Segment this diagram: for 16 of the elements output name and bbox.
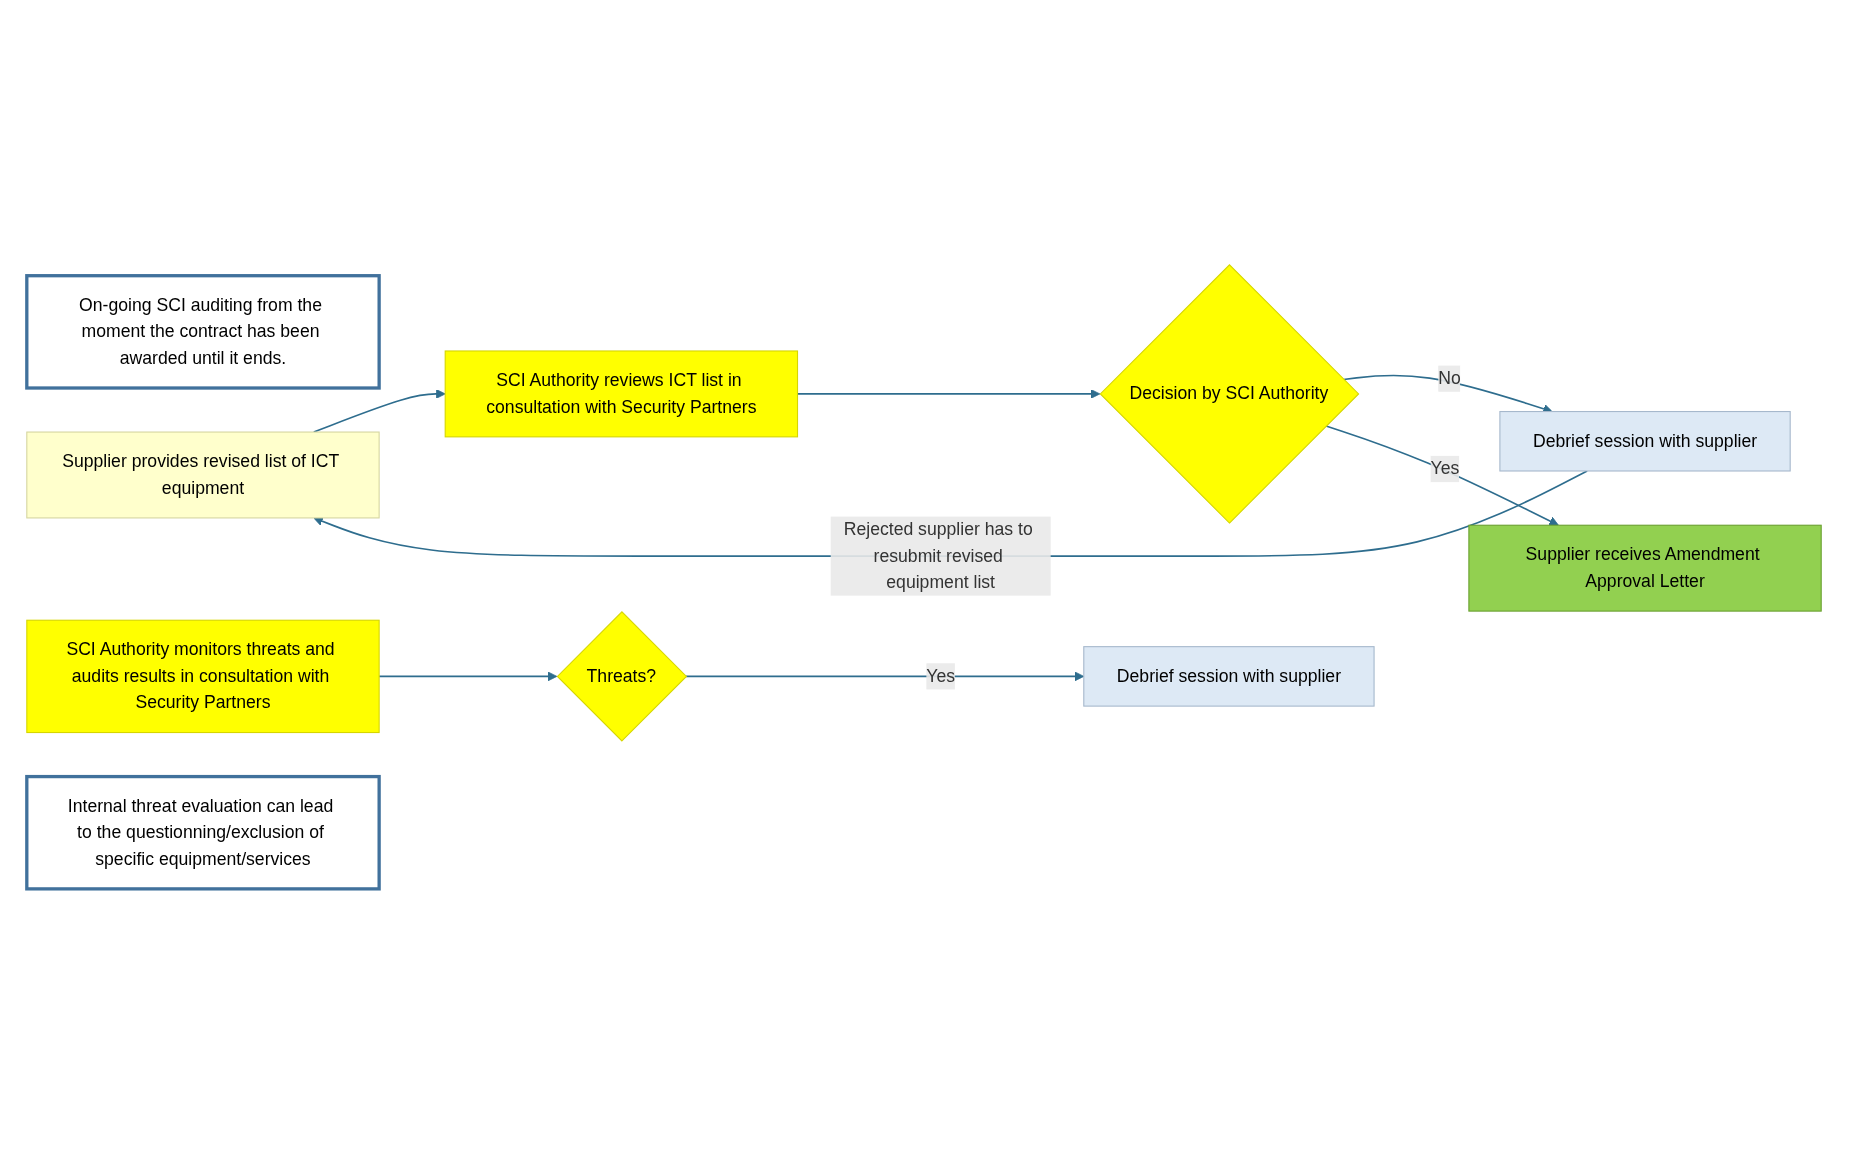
edge-label: Rejected supplier has to resubmit revised equipment list — [844, 519, 1034, 591]
node-box: On-going SCI auditing from the moment the contract has been awarded until it ends. — [25, 273, 382, 390]
edge-label: Yes — [926, 666, 956, 685]
node-diamond: Threats? — [557, 610, 688, 742]
node-box: SCI Authority reviews ICT list in consultation with Security Partners — [445, 350, 799, 438]
edge-label: No — [1438, 368, 1462, 388]
edge-label: Yes — [1431, 458, 1460, 478]
node-box: SCI Authority monitors threats and audits results in consultation with Security Partners — [26, 619, 381, 733]
node-box: Supplier receives Amendment Approval Letter — [1468, 524, 1823, 612]
arrow — [1325, 424, 1560, 526]
node-box: Debrief session with supplier — [1499, 410, 1792, 472]
node-box: Internal threat evaluation can lead to the questionning/exclusion of specific equipment/services — [25, 774, 382, 891]
node-diamond: Decision by SCI Authority — [1100, 263, 1360, 524]
node-box: Debrief session with supplier — [1083, 645, 1376, 707]
arrow — [685, 671, 1085, 681]
node-box: Supplier provides revised list of ICT equipment — [26, 431, 381, 519]
